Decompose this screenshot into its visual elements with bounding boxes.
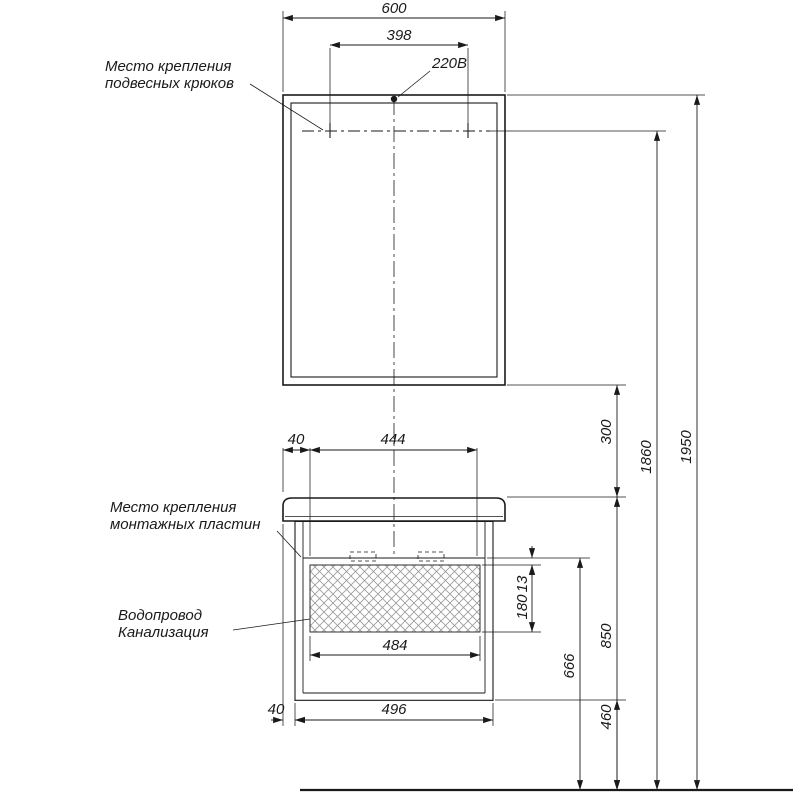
- hooks-leader: [249, 83, 324, 131]
- sink: [282, 497, 506, 522]
- water-label-line2: Канализация: [118, 624, 209, 641]
- dim-hooks-spacing: 398: [386, 27, 412, 44]
- dim-cabinet-width: 496: [381, 701, 407, 718]
- dim-side-offset: 40: [268, 701, 285, 718]
- outlet-leader: [397, 70, 431, 98]
- dim-hooks-height: 1860: [638, 440, 655, 474]
- outlet-label: 220В: [431, 55, 467, 72]
- hooks-label-line2: подвесных крюков: [105, 75, 234, 92]
- service-opening-hatch: [309, 564, 481, 633]
- dim-mirror-width: 600: [381, 0, 407, 17]
- dimension-lines: [271, 14, 701, 790]
- mounting-plate-right: [417, 551, 445, 562]
- hooks-label-line1: Место крепления: [105, 58, 231, 75]
- dim-plates-height: 666: [561, 653, 578, 679]
- water-label-line1: Водопровод: [118, 607, 202, 624]
- dim-plates-spacing: 444: [380, 431, 405, 448]
- dim-opening-width: 484: [382, 637, 407, 654]
- plates-label-line1: Место крепления: [110, 499, 236, 516]
- mounting-plate-left: [349, 551, 377, 562]
- dim-plate-to-opening: 13: [514, 575, 531, 592]
- dim-overall-height: 1950: [678, 430, 695, 464]
- power-outlet-dot: [390, 95, 398, 103]
- dim-bottom-clearance: 460: [598, 704, 615, 730]
- extension-lines: [282, 11, 705, 726]
- dim-mirror-gap: 300: [598, 419, 615, 445]
- dim-opening-height: 180: [514, 594, 531, 620]
- water-leader: [232, 618, 311, 631]
- leader-lines: [232, 70, 431, 631]
- plates-leader: [276, 530, 302, 558]
- plates-label-line2: монтажных пластин: [110, 516, 260, 533]
- dim-countertop-height: 850: [598, 623, 615, 649]
- dim-plate-left-offset: 40: [288, 431, 305, 448]
